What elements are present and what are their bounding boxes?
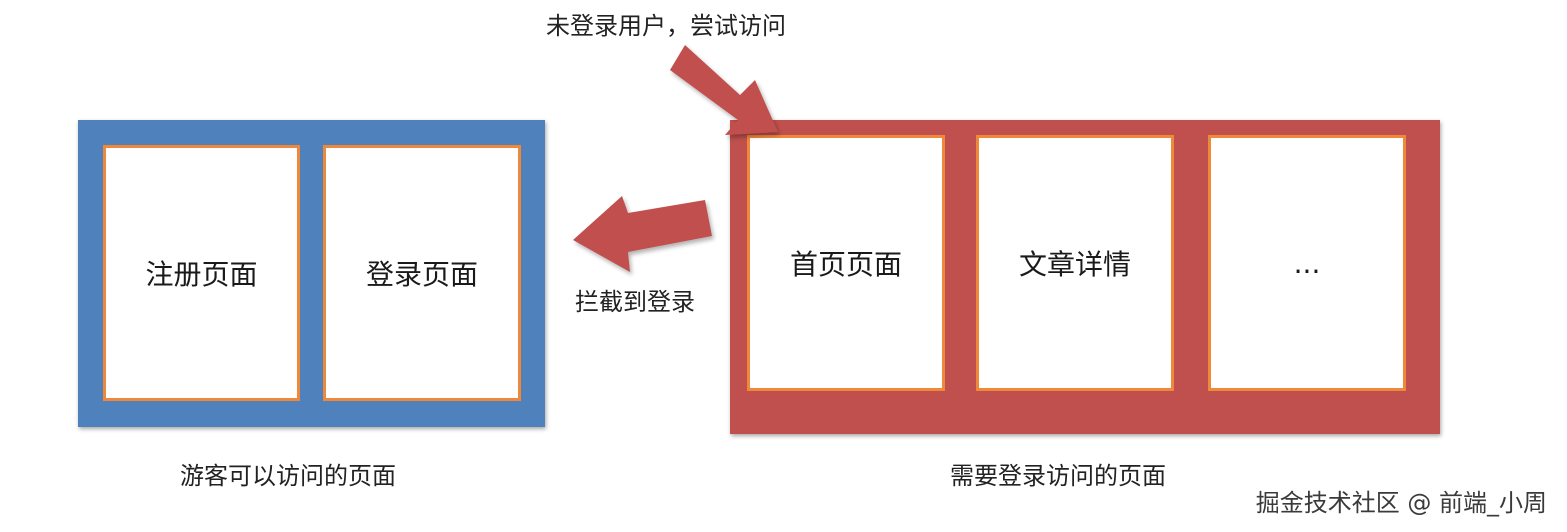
login-page-label: 登录页面 — [365, 258, 478, 291]
guest-group-caption: 游客可以访问的页面 — [180, 462, 396, 490]
guest-pages-group: 注册页面 登录页面 — [78, 120, 545, 427]
auth-pages-group: 首页页面 文章详情 ... — [730, 120, 1440, 434]
article-detail-box: 文章详情 — [976, 135, 1174, 391]
register-page-box: 注册页面 — [103, 145, 300, 401]
auth-group-caption: 需要登录访问的页面 — [950, 462, 1166, 490]
attempt-access-label: 未登录用户，尝试访问 — [546, 12, 786, 40]
register-page-label: 注册页面 — [145, 258, 258, 291]
home-page-label: 首页页面 — [789, 248, 902, 281]
article-detail-label: 文章详情 — [1018, 248, 1131, 281]
home-page-box: 首页页面 — [747, 135, 945, 391]
watermark: 掘金技术社区 @ 前端_小周 — [1255, 489, 1547, 517]
login-page-box: 登录页面 — [323, 145, 521, 401]
more-pages-box: ... — [1208, 135, 1406, 391]
more-pages-label: ... — [1293, 246, 1321, 280]
intercept-label: 拦截到登录 — [575, 288, 695, 316]
